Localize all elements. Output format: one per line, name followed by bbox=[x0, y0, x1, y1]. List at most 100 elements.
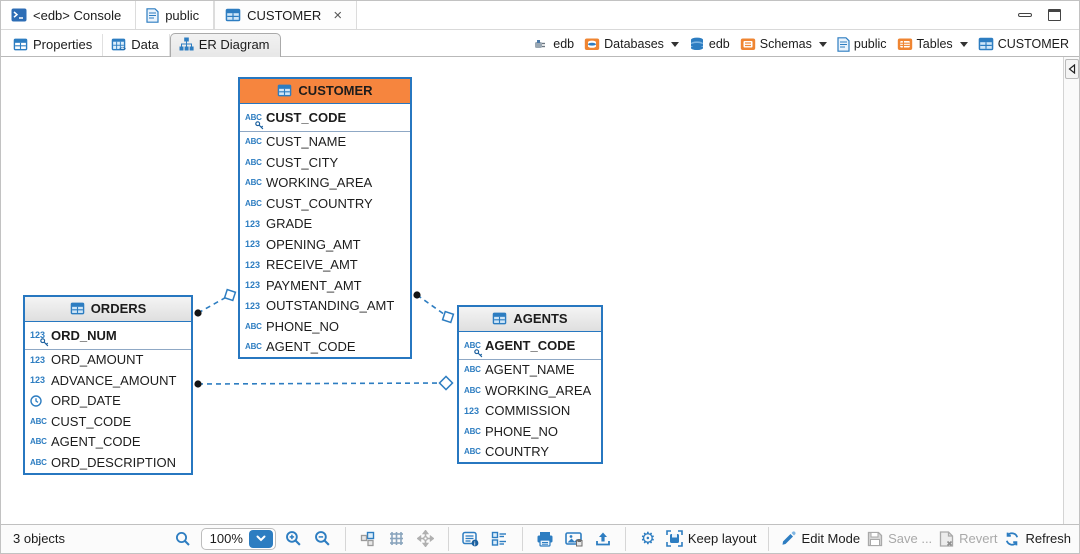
arrange-icon[interactable] bbox=[357, 528, 379, 550]
zoom-level-select[interactable]: 100% bbox=[200, 527, 276, 550]
breadcrumb-tables[interactable]: Tables bbox=[897, 37, 968, 51]
breadcrumb-table-customer[interactable]: CUSTOMER bbox=[978, 37, 1069, 51]
tab-er-diagram[interactable]: ER Diagram bbox=[169, 32, 281, 57]
tab-public[interactable]: public bbox=[136, 1, 215, 30]
column-name: ADVANCE_AMOUNT bbox=[51, 372, 177, 388]
close-icon[interactable]: × bbox=[333, 6, 343, 24]
breadcrumb-label: Databases bbox=[604, 37, 664, 52]
entity-header[interactable]: AGENTS bbox=[459, 306, 601, 332]
revert-label: Revert bbox=[959, 531, 998, 547]
column-name: PAYMENT_AMT bbox=[266, 277, 362, 293]
chevron-down-icon[interactable] bbox=[248, 529, 273, 548]
breadcrumb-database-edb[interactable]: edb bbox=[689, 37, 730, 51]
refresh-button[interactable]: Refresh bbox=[1004, 531, 1071, 547]
numeric-type-icon: 123 bbox=[30, 330, 51, 347]
save-label: Save ... bbox=[888, 531, 933, 547]
breadcrumb-label: Schemas bbox=[759, 37, 812, 52]
entity-header[interactable]: ORDERS bbox=[25, 296, 191, 322]
entity-header[interactable]: CUSTOMER bbox=[240, 78, 410, 104]
gear-icon[interactable]: ⚙ bbox=[640, 529, 656, 549]
column-name: OUTSTANDING_AMT bbox=[266, 298, 395, 314]
entity-column-row[interactable]: ORD_DATE bbox=[25, 391, 191, 412]
breadcrumb-databases[interactable]: Databases bbox=[584, 37, 679, 51]
refresh-icon bbox=[1006, 532, 1019, 546]
zoom-in-icon[interactable] bbox=[283, 528, 305, 550]
notation-icon[interactable] bbox=[489, 528, 511, 550]
breadcrumb-schema-public[interactable]: public bbox=[837, 36, 887, 52]
tab-customer[interactable]: CUSTOMER × bbox=[214, 1, 358, 30]
entity-name: ORDERS bbox=[90, 301, 147, 317]
attributes-icon[interactable]: i bbox=[460, 528, 482, 550]
column-name: AGENT_CODE bbox=[266, 339, 356, 355]
data-grid-icon: <> bbox=[111, 38, 126, 51]
keep-layout-button[interactable]: Keep layout bbox=[666, 530, 757, 548]
entity-column-row[interactable]: ABC WORKING_AREA bbox=[240, 173, 410, 194]
export-image-icon[interactable] bbox=[563, 528, 585, 550]
upload-icon[interactable] bbox=[592, 528, 614, 550]
restore-icon[interactable] bbox=[1048, 9, 1061, 22]
column-name: PHONE_NO bbox=[485, 423, 558, 439]
tab-sql-console[interactable]: <edb> Console bbox=[1, 1, 137, 30]
chevron-down-icon[interactable] bbox=[818, 41, 827, 47]
grid-icon[interactable] bbox=[386, 528, 408, 550]
tab-data[interactable]: <> Data bbox=[103, 33, 170, 56]
tab-properties[interactable]: Properties bbox=[5, 33, 104, 56]
column-name: WORKING_AREA bbox=[485, 382, 592, 398]
search-icon[interactable] bbox=[172, 528, 194, 550]
save-button[interactable]: Save ... bbox=[867, 531, 932, 547]
chevron-down-icon[interactable] bbox=[959, 41, 968, 47]
tab-label: Data bbox=[131, 36, 159, 52]
svg-text:i: i bbox=[474, 541, 476, 547]
key-divider bbox=[459, 358, 601, 360]
file-icon bbox=[146, 7, 159, 23]
chevron-down-icon[interactable] bbox=[670, 41, 679, 47]
collapse-panel-icon[interactable] bbox=[1064, 58, 1079, 79]
er-diagram-icon bbox=[179, 37, 194, 51]
pencil-icon bbox=[782, 531, 796, 546]
column-name: WORKING_AREA bbox=[266, 175, 373, 191]
separator bbox=[767, 526, 769, 551]
breadcrumb-connection[interactable]: edb bbox=[534, 37, 574, 51]
column-name: COMMISSION bbox=[485, 403, 571, 419]
revert-button[interactable]: Revert bbox=[939, 531, 997, 547]
move-icon[interactable] bbox=[415, 528, 437, 550]
revert-icon bbox=[940, 531, 954, 547]
minimize-icon[interactable] bbox=[1018, 13, 1032, 18]
text-type-icon: ABC bbox=[245, 178, 262, 188]
zoom-out-icon[interactable] bbox=[312, 528, 334, 550]
tab-label: ER Diagram bbox=[198, 36, 270, 52]
print-icon[interactable] bbox=[534, 528, 556, 550]
table-icon bbox=[493, 312, 507, 325]
edit-mode-button[interactable]: Edit Mode bbox=[780, 530, 860, 547]
breadcrumb-label: public bbox=[853, 37, 887, 52]
breadcrumb-schemas[interactable]: Schemas bbox=[740, 37, 827, 51]
